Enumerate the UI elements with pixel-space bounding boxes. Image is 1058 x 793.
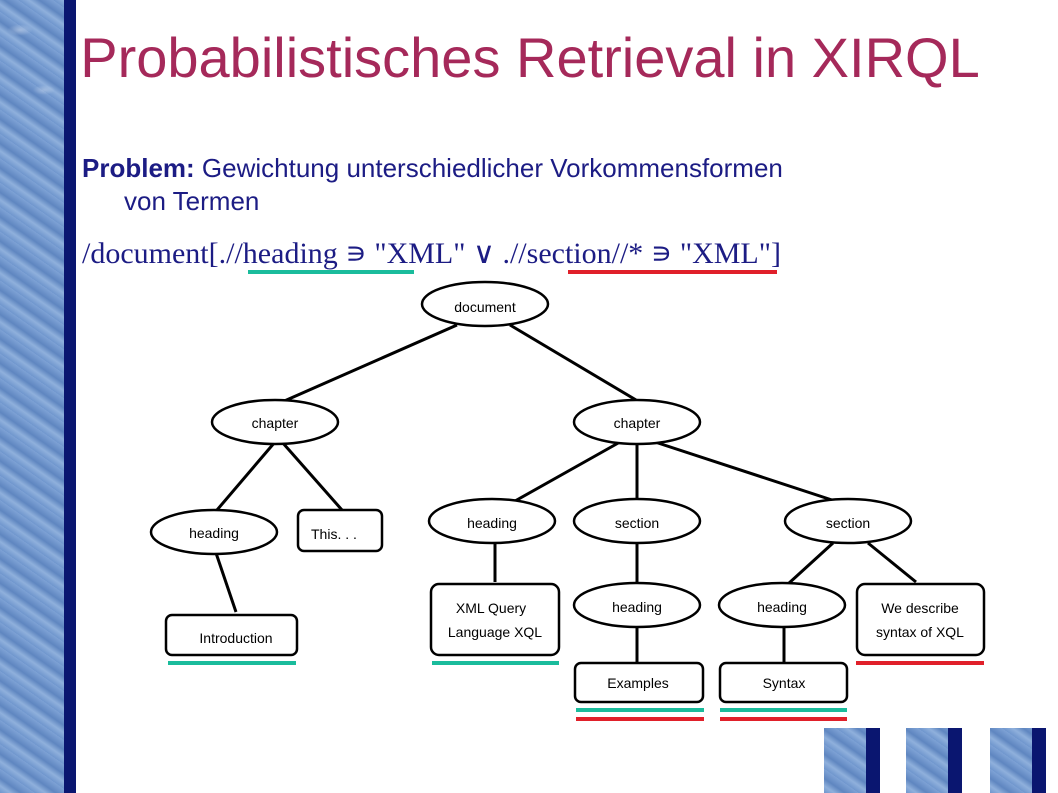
node-heading-1 [149,508,279,556]
node-chapter-left [210,398,340,446]
slide-title: Probabilistisches Retrieval in XIRQL [80,26,980,89]
node-heading-3 [572,581,702,629]
node-heading-3-label: heading [612,599,662,615]
leaf-syntax [718,661,849,704]
node-section-2 [783,497,913,545]
leaf-examples [573,661,705,704]
query-heading-path: .//heading [218,237,346,270]
node-heading-1-label: heading [189,525,239,541]
corner-decor-block-2 [906,728,962,793]
node-section-1 [572,497,702,545]
leaf-introduction-text: Introduction [199,630,272,646]
query-string-2: "XML" [672,237,772,270]
leaf-this [296,508,384,553]
leaf-xml-query [429,582,561,657]
problem-text-line1: Gewichtung unterschiedlicher Vorkommensf… [201,153,783,183]
leaf-syntax-text: Syntax [763,675,806,691]
problem-statement: Problem: Gewichtung unterschiedlicher Vo… [82,152,982,218]
query-suffix: ] [771,237,782,270]
tree-edges [214,323,917,662]
node-section-2-label: section [826,515,870,531]
node-document-label: document [454,299,516,315]
node-heading-4 [717,581,847,629]
problem-label: Problem: [82,153,195,183]
node-document [420,280,550,328]
query-contains-symbol-2: ∍ [643,237,673,270]
left-decor-edge [64,0,76,793]
leaf-examples-text: Examples [607,675,668,691]
corner-decor-block-1 [824,728,880,793]
xirql-query: /document[.//heading ∍ "XML" ∨ .//sectio… [82,236,781,271]
node-heading-4-label: heading [757,599,807,615]
node-heading-2 [427,497,557,545]
node-chapter-right-label: chapter [614,415,661,431]
node-section-1-label: section [615,515,659,531]
node-chapter-right [572,398,702,446]
node-chapter-left-label: chapter [252,415,299,431]
problem-text-line2: von Termen [124,186,260,216]
leaf-xml-query-line2: Language XQL [448,624,542,640]
leaf-we-describe [855,582,986,657]
query-or-symbol: ∨ [473,237,495,270]
query-contains-symbol-1: ∍ [345,237,367,270]
query-section-path: .//section//* [494,237,644,270]
leaf-this-text: This. . . [311,526,357,542]
corner-decor-block-3 [990,728,1046,793]
query-string-1: "XML" [366,237,473,270]
query-prefix: /document[ [82,237,219,270]
leaf-we-describe-line1: We describe [881,600,959,616]
node-heading-2-label: heading [467,515,517,531]
leaf-introduction [164,613,299,657]
leaf-xml-query-line1: XML Query [456,600,526,616]
left-decor-stripe [0,0,64,793]
leaf-we-describe-line2: syntax of XQL [876,624,964,640]
